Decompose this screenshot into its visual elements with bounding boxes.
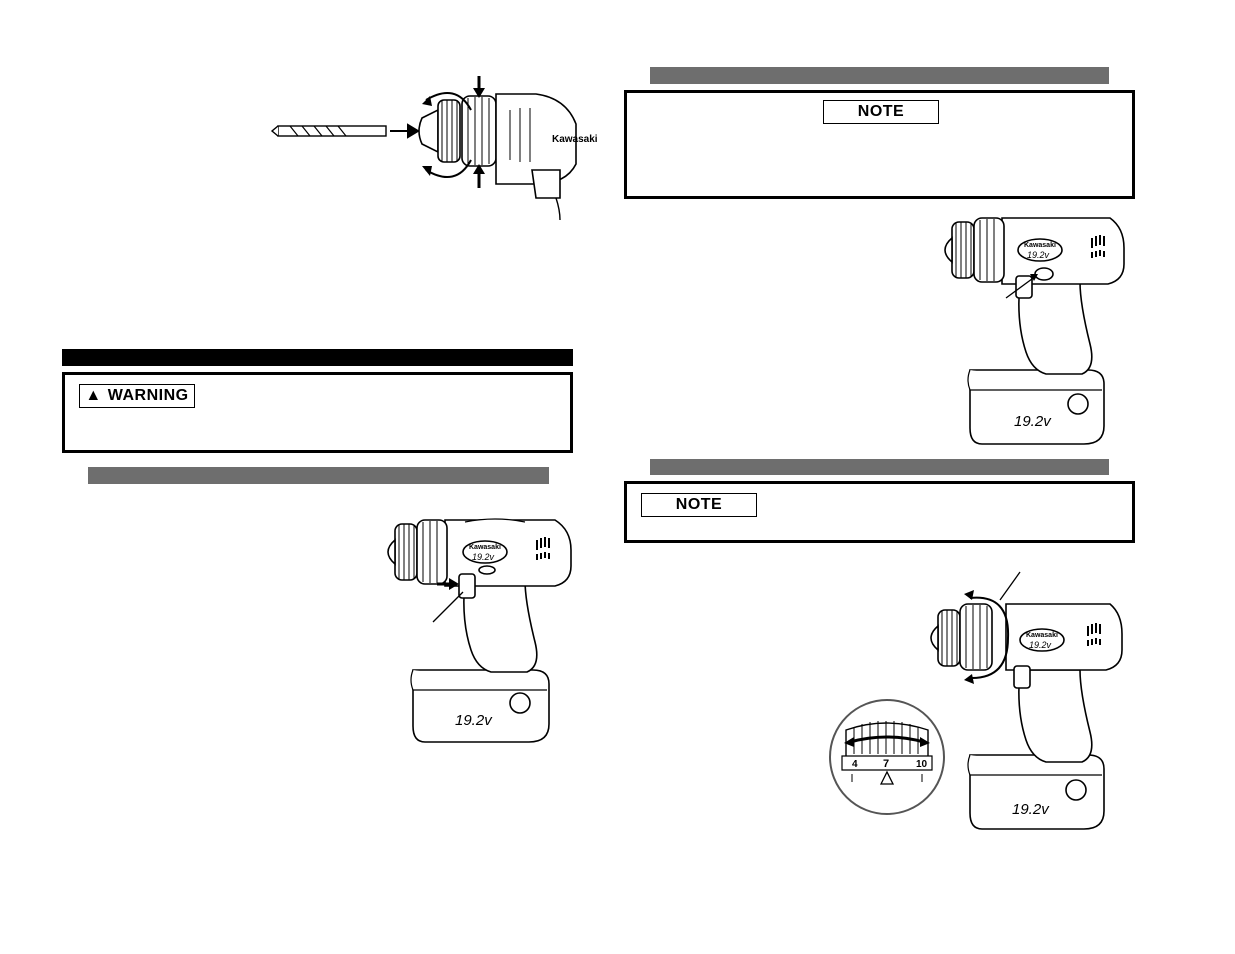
- drill-trigger-illustration: Kawasaki 19.2v 19.2v: [387, 518, 572, 743]
- warning-box: ▲ WARNING: [62, 372, 573, 453]
- direction-leader-line: [1005, 275, 1037, 299]
- battery-voltage-text: 19.2v: [1014, 413, 1052, 430]
- note-label-mid: NOTE: [641, 493, 757, 517]
- chuck-insertion-illustration: Kawasaki: [270, 76, 580, 221]
- dial-arrow: [849, 735, 925, 744]
- note-box-mid: NOTE: [624, 481, 1135, 543]
- drill-direction-illustration: Kawasaki 19.2v 19.2v: [944, 217, 1125, 445]
- insert-arrow: [390, 123, 420, 139]
- warning-label-text: WARNING: [107, 387, 189, 404]
- badge-brand-text: Kawasaki: [1026, 632, 1058, 639]
- drill-bit: [270, 125, 387, 137]
- torque-collar: [959, 603, 993, 671]
- collar-leader-line: [999, 571, 1021, 601]
- warning-triangle-icon: ▲: [85, 387, 102, 404]
- warning-label: ▲ WARNING: [79, 384, 195, 408]
- note-label-top: NOTE: [823, 100, 939, 124]
- dial-value-center: 7: [883, 758, 889, 770]
- dial-pointer: [879, 770, 895, 785]
- battery-voltage-text: 19.2v: [1012, 801, 1050, 818]
- trigger-leader-line: [432, 591, 464, 623]
- note-label-top-text: NOTE: [857, 103, 905, 120]
- dial-value-left: 4: [852, 759, 858, 770]
- badge-voltage-text: 19.2v: [472, 552, 495, 562]
- badge-brand-text: Kawasaki: [1024, 242, 1056, 249]
- battery-release-button: [509, 692, 531, 714]
- subsection-header-bar-top-right: [650, 67, 1109, 84]
- subsection-header-bar-mid-right: [650, 459, 1109, 475]
- rotation-arrow-top: [425, 91, 472, 111]
- battery-voltage-text: 19.2v: [455, 712, 493, 729]
- torque-adjust-illustration: Kawasaki 19.2v 19.2v 4 7 10: [829, 571, 1123, 830]
- section-header-bar: [62, 349, 573, 366]
- badge-voltage-text: 19.2v: [1029, 640, 1052, 650]
- dial-value-right: 10: [916, 759, 928, 770]
- drill-chuck: [418, 93, 577, 221]
- torque-dial-inset: [829, 699, 945, 815]
- subsection-header-bar-left: [88, 467, 549, 484]
- brand-badge: [462, 540, 508, 564]
- note-label-mid-text: NOTE: [675, 496, 723, 513]
- note-box-top: NOTE: [624, 90, 1135, 199]
- chuck-brand-fragment: Kawasaki: [552, 134, 598, 145]
- badge-brand-text: Kawasaki: [469, 544, 501, 551]
- rotation-arrow-bottom: [425, 159, 472, 179]
- collar-rotation-arrow: [969, 596, 1010, 679]
- badge-voltage-text: 19.2v: [1027, 250, 1050, 260]
